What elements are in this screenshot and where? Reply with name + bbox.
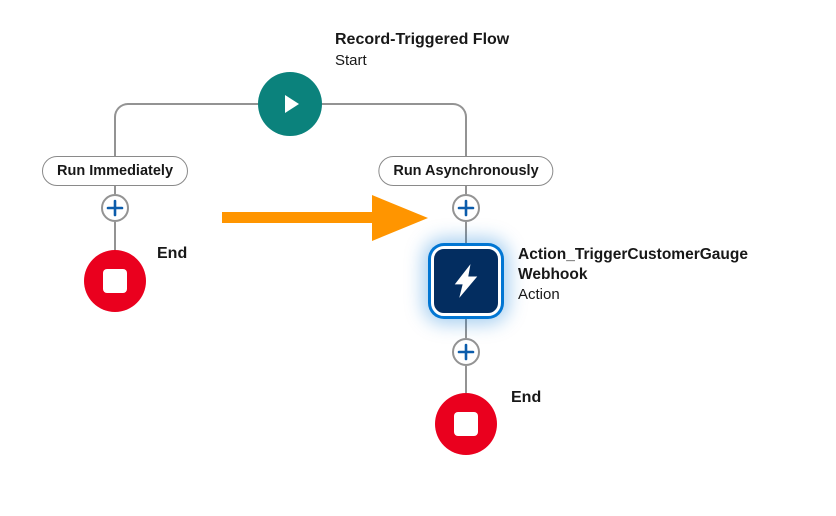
play-icon [277,91,303,117]
start-node[interactable] [258,72,322,136]
stop-square-icon [454,412,478,436]
plus-icon [106,199,124,217]
add-element-button[interactable] [101,194,129,222]
annotation-arrow-icon [210,190,435,251]
start-node-subtitle: Start [335,52,367,69]
connector-line [114,184,116,194]
connector-line [465,366,467,393]
branch-label-run-asynchronously: Run Asynchronously [378,156,554,186]
end-node[interactable] [84,250,146,312]
end-node-label: End [157,245,188,262]
connector-line [465,184,467,194]
action-node-label: Action_TriggerCustomerGauge Webhook Acti… [518,245,818,305]
lightning-bolt-icon [448,263,484,299]
branch-label-text: Run Asynchronously [393,163,539,179]
add-element-button[interactable] [452,338,480,366]
connector-line [465,316,467,338]
start-node-title: Record-Triggered Flow [335,31,510,48]
branch-label-run-immediately: Run Immediately [41,156,189,186]
action-node-subtitle: Action [518,286,560,303]
end-node[interactable] [435,393,497,455]
connector-line [465,127,467,156]
action-node[interactable] [431,246,501,316]
end-node-label: End [511,389,542,406]
stop-square-icon [103,269,127,293]
connector-line [114,222,116,251]
connector-line [465,222,467,246]
connector-line [114,127,116,156]
action-node-title: Action_TriggerCustomerGauge Webhook [518,246,748,283]
start-node-label: Record-Triggered Flow Start [335,29,509,71]
add-element-button[interactable] [452,194,480,222]
branch-label-text: Run Immediately [56,163,174,179]
plus-icon [457,199,475,217]
plus-icon [457,343,475,361]
